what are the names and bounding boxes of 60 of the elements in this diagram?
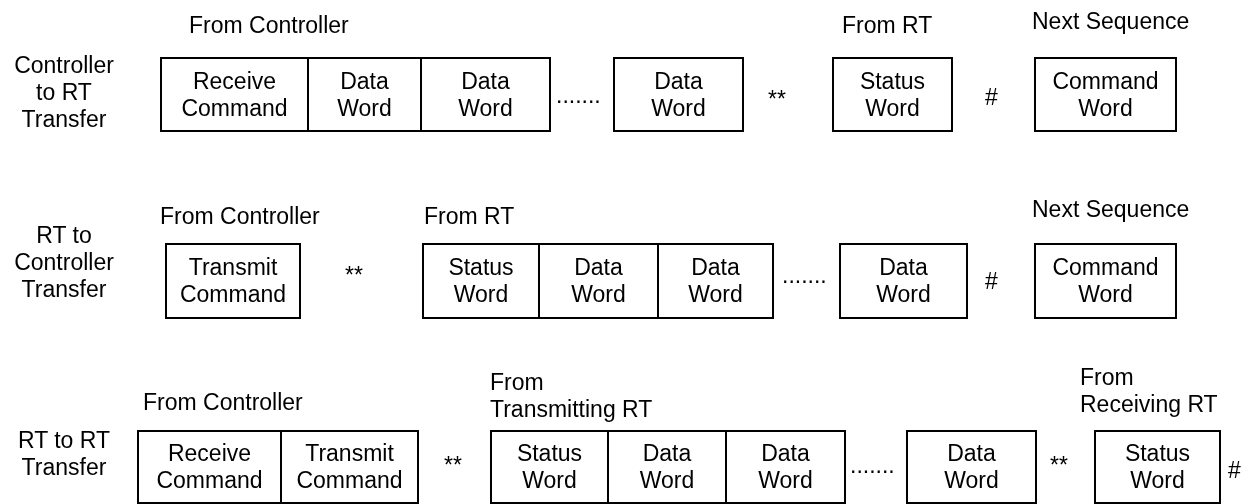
word-label: Data Word [639, 440, 695, 494]
annotation-text: # [985, 268, 998, 295]
word-label: Status Word [516, 440, 583, 494]
annotation-text: ** [345, 262, 363, 289]
row-label: RT to RT Transfer [16, 427, 111, 481]
annotation-text: # [1228, 457, 1241, 484]
word-box [420, 57, 551, 132]
word-label: Data Word [876, 254, 931, 308]
word-label: Receive Command [156, 440, 263, 494]
annotation-text: From Transmitting RT [490, 369, 654, 423]
word-label: Status Word [448, 254, 514, 308]
annotation-text: ** [768, 86, 786, 113]
word-label: Data Word [458, 67, 513, 122]
annotation-text: ** [1050, 452, 1068, 479]
word-box [839, 243, 968, 319]
annotation-text: From Controller [189, 12, 349, 39]
word-box [280, 430, 419, 504]
word-label: Receive Command [181, 67, 288, 122]
word-box [490, 430, 609, 504]
word-label: Command Word [1052, 254, 1159, 308]
word-box [538, 243, 659, 319]
word-box [422, 243, 540, 319]
annotation-text: From RT [842, 12, 933, 39]
annotation-text: From Controller [143, 389, 303, 416]
word-label: Data Word [944, 440, 999, 494]
word-label: Status Word [859, 67, 926, 122]
word-label: Data Word [571, 254, 626, 308]
word-box [832, 57, 953, 132]
annotation-text: From RT [424, 203, 515, 230]
row-label: Controller to RT Transfer [13, 52, 115, 133]
word-label: Transmit Command [179, 254, 287, 308]
annotation-text: ....... [850, 452, 895, 479]
word-label: Command Word [1052, 67, 1159, 122]
word-label: Data Word [337, 67, 392, 122]
word-box [906, 430, 1037, 504]
word-label: Transmit Command [296, 440, 403, 494]
word-box [607, 430, 727, 504]
annotation-text: Next Sequence [1032, 196, 1190, 223]
word-box [657, 243, 774, 319]
annotation-text: From Receiving RT [1080, 364, 1219, 418]
annotation-text: ....... [556, 82, 601, 109]
annotation-text: Next Sequence [1032, 8, 1190, 35]
word-label: Data Word [688, 254, 743, 308]
word-box [1034, 243, 1177, 319]
annotation-text: ** [444, 452, 462, 479]
word-box [613, 57, 744, 132]
annotation-text: From Controller [160, 203, 320, 230]
row-label: RT to Controller Transfer [13, 222, 115, 303]
word-box [165, 243, 301, 319]
annotation-text: ....... [782, 262, 827, 289]
annotation-text: # [985, 84, 998, 111]
word-box [725, 430, 846, 504]
word-label: Data Word [758, 440, 813, 494]
word-box [1094, 430, 1221, 504]
word-label: Data Word [651, 67, 706, 122]
word-box [160, 57, 309, 132]
word-box [307, 57, 422, 132]
word-box [1034, 57, 1177, 132]
word-label: Status Word [1124, 440, 1191, 494]
word-box [137, 430, 282, 504]
